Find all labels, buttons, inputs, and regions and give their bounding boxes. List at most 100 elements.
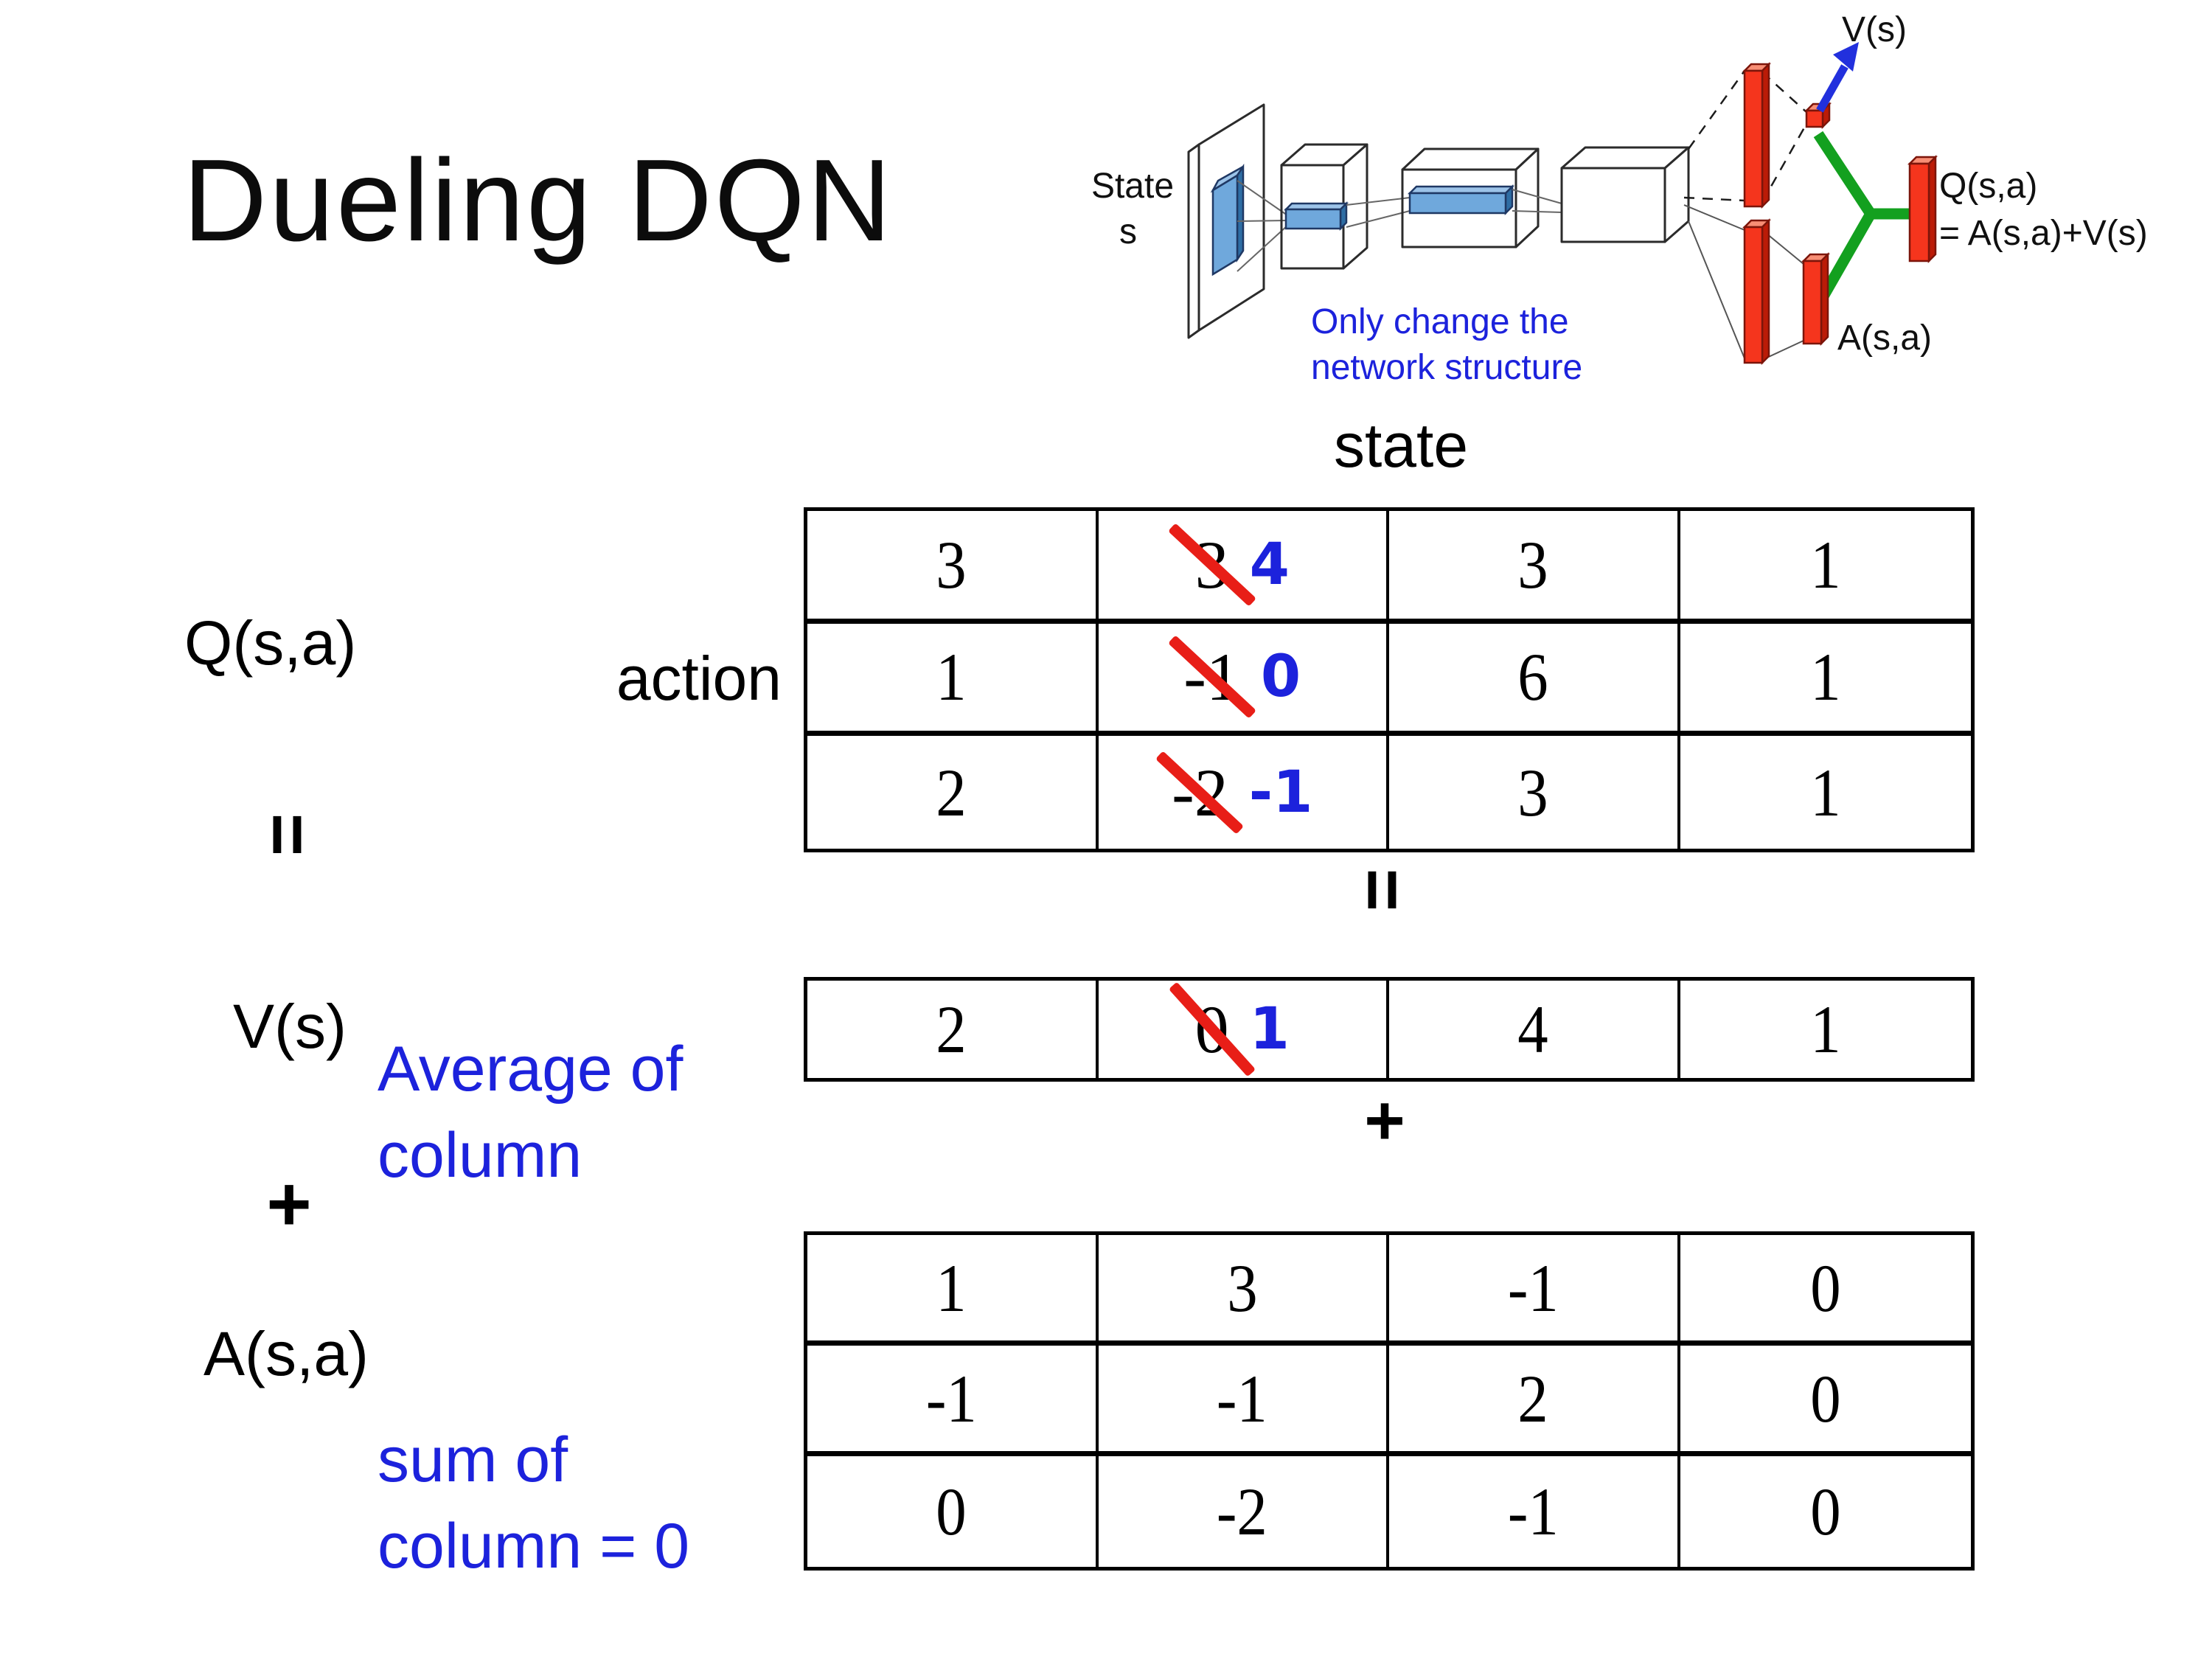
equals-rotated-left: = [246,813,330,857]
table-cell: -1 [1389,1456,1680,1567]
cell-value: -1 [1507,1250,1559,1326]
plus-symbol-left: + [266,1161,312,1248]
diagram-state-label: State [1091,167,1174,206]
plus-symbol-middle: + [1364,1081,1405,1160]
average-of-column-note: Average of column [378,1026,683,1199]
cell-value: 0 [1810,1250,1841,1326]
sum-note-line2: column = 0 [378,1510,690,1582]
sum-of-column-note: sum of column = 0 [378,1417,689,1590]
cell-value: -1 [925,1360,977,1436]
cell-value: 3 [1517,526,1548,602]
table-cell: 0 [1680,1235,1971,1346]
diagram-q-output-label: Q(s,a) [1939,167,2037,206]
value-output-arrow [1816,42,1859,113]
crossed-out-value: 0 [1168,981,1256,1077]
a-table: 1 3 -1 0 -1 -1 2 0 0 -2 -1 0 [804,1231,1975,1571]
q-output-bar [1907,154,1938,264]
q-matrix-label: Q(s,a) [184,608,357,678]
updated-value: -1 [1248,759,1313,826]
table-cell: 0 [1680,1456,1972,1567]
average-note-line2: column [378,1119,582,1191]
table-cell: 2 [807,981,1099,1078]
conv-box-3 [1560,146,1690,243]
table-cell: 2 [1389,1346,1680,1456]
a-matrix-label: A(s,a) [204,1319,369,1388]
table-cell: 3 [1098,1235,1389,1346]
cell-value: 3 [936,526,967,602]
cell-value: 3 [1227,1250,1258,1326]
dueling-network-diagram: State s V(s) Q(s,a) = A(s,a)+V(s) A(s,a)… [1091,10,2148,387]
cell-value: 1 [1810,526,1841,602]
average-note-line1: Average of [378,1034,684,1105]
cell-value: 3 [1517,754,1548,830]
conv-box-2 [1401,147,1540,248]
diagram-q-output-formula: = A(s,a)+V(s) [1939,214,2148,253]
table-cell: 1 [1680,736,1972,849]
updated-value: 1 [1249,996,1290,1062]
table-cell: -1 [807,1346,1099,1456]
cell-value: -2 [1217,1474,1268,1549]
table-cell: 2 [807,736,1099,849]
cell-value: 2 [936,992,967,1067]
table-cell: 1 [1680,981,1972,1078]
table-cell: 3 [807,511,1099,624]
cell-value: -1 [1507,1474,1559,1549]
diagram-a-output-label: A(s,a) [1837,319,1932,358]
table-cell: -2-1 [1099,736,1389,849]
table-cell: 6 [1389,623,1680,737]
table-cell: 1 [807,623,1099,737]
equals-rotated-middle: = [1341,868,1425,912]
table-cell: 3 [1389,511,1680,624]
table-cell: 1 [1680,511,1971,624]
table-cell: -10 [1098,623,1389,737]
table-cell: 1 [807,1235,1099,1346]
cell-value: 1 [1810,992,1841,1067]
cell-value: -1 [1217,1360,1268,1436]
cell-value: 1 [936,639,967,715]
fc-bar-top [1742,61,1772,209]
table-cell: 34 [1098,511,1389,624]
sum-note-line1: sum of [378,1425,568,1495]
table-cell: 0 [1680,1346,1971,1456]
table-cell: 1 [1680,624,1971,737]
table-cell: -1 [1098,1346,1389,1456]
table-cell: -2 [1099,1456,1389,1567]
conv-filter-icon [1210,163,1245,276]
diagram-note-line2: network structure [1311,348,1582,387]
v-table: 20141 [804,977,1975,1082]
slide-title: Dueling DQN [183,136,894,265]
aggregation-connector [1813,131,1913,308]
cell-value: 1 [1810,754,1841,830]
cell-value: 6 [1517,639,1548,715]
state-axis-label: state [1333,411,1469,480]
table-cell: 4 [1389,981,1680,1078]
conv-box-1 [1280,143,1368,270]
table-cell: 3 [1389,736,1680,849]
updated-value: 0 [1260,644,1301,711]
cell-value: 1 [936,1250,967,1326]
diagram-state-sub-label: s [1119,212,1137,251]
fc-bar-bottom [1742,218,1772,366]
v-matrix-label: V(s) [233,992,347,1061]
cell-value: 4 [1517,992,1548,1067]
table-cell: 0 [807,1456,1099,1567]
table-cell: -1 [1389,1235,1680,1346]
cell-value: 0 [1810,1360,1841,1436]
diagram-v-output-label: V(s) [1842,10,1907,49]
diagram-note-line1: Only change the [1311,302,1569,341]
feature-bar-2 [1407,184,1515,216]
advantage-bar [1801,251,1831,347]
cell-value: 2 [936,754,967,830]
cell-value: 2 [1517,1360,1548,1436]
cell-value: 0 [936,1474,967,1549]
feature-bar-1 [1283,201,1349,232]
cell-value: 0 [1810,1474,1841,1549]
crossed-out-value: 3 [1167,523,1256,607]
cell-value: 1 [1810,639,1841,715]
table-cell: 01 [1099,981,1389,1078]
crossed-out-value: -1 [1167,635,1256,720]
action-axis-label: action [616,644,782,713]
crossed-out-value: -2 [1155,751,1245,835]
updated-value: 4 [1249,531,1290,598]
